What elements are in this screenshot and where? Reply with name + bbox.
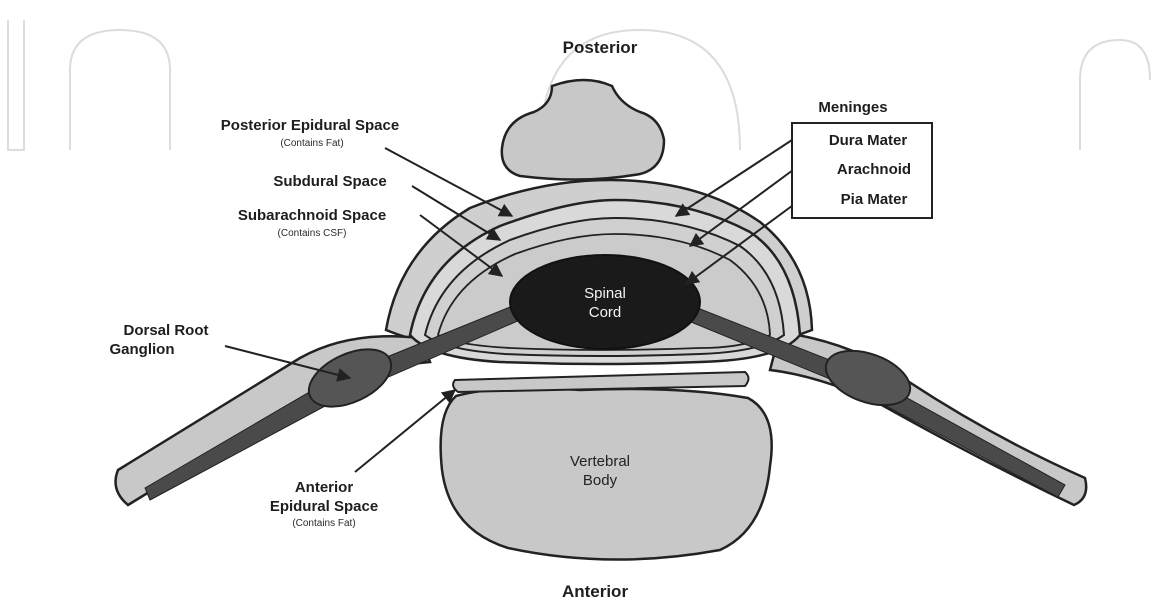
meninges-heading: Meninges [818,99,887,116]
anterior-epidural-label-line2: Epidural Space [270,498,378,515]
posterior-label: Posterior [563,38,638,57]
subarachnoid-note: (Contains CSF) [278,228,347,239]
spinal-cord [510,255,700,349]
anterior-epidural-label-line1: Anterior [295,479,354,496]
vertebral-body-label-line2: Body [583,472,618,489]
meninges-item-arachnoid: Arachnoid [837,161,911,178]
subdural-label: Subdural Space [273,173,386,190]
spinous-process [502,80,664,180]
anterior-epidural-note: (Contains Fat) [292,518,355,529]
subarachnoid-label: Subarachnoid Space [238,207,386,224]
vertebral-body-label-line1: Vertebral [570,453,630,470]
posterior-epidural-label: Posterior Epidural Space [221,117,399,134]
dorsal-root-label-line1: Dorsal Root [123,322,208,339]
spinal-cord-label-line2: Cord [589,304,622,321]
dorsal-root-label-line2: Ganglion [110,341,175,358]
posterior-epidural-note: (Contains Fat) [280,138,343,149]
meninges-item-pia: Pia Mater [841,191,908,208]
anterior-label: Anterior [562,582,629,599]
anterior-epidural-fat [453,372,748,392]
meninges-item-dura: Dura Mater [829,132,908,149]
spinal-cord-label-line1: Spinal [584,285,626,302]
